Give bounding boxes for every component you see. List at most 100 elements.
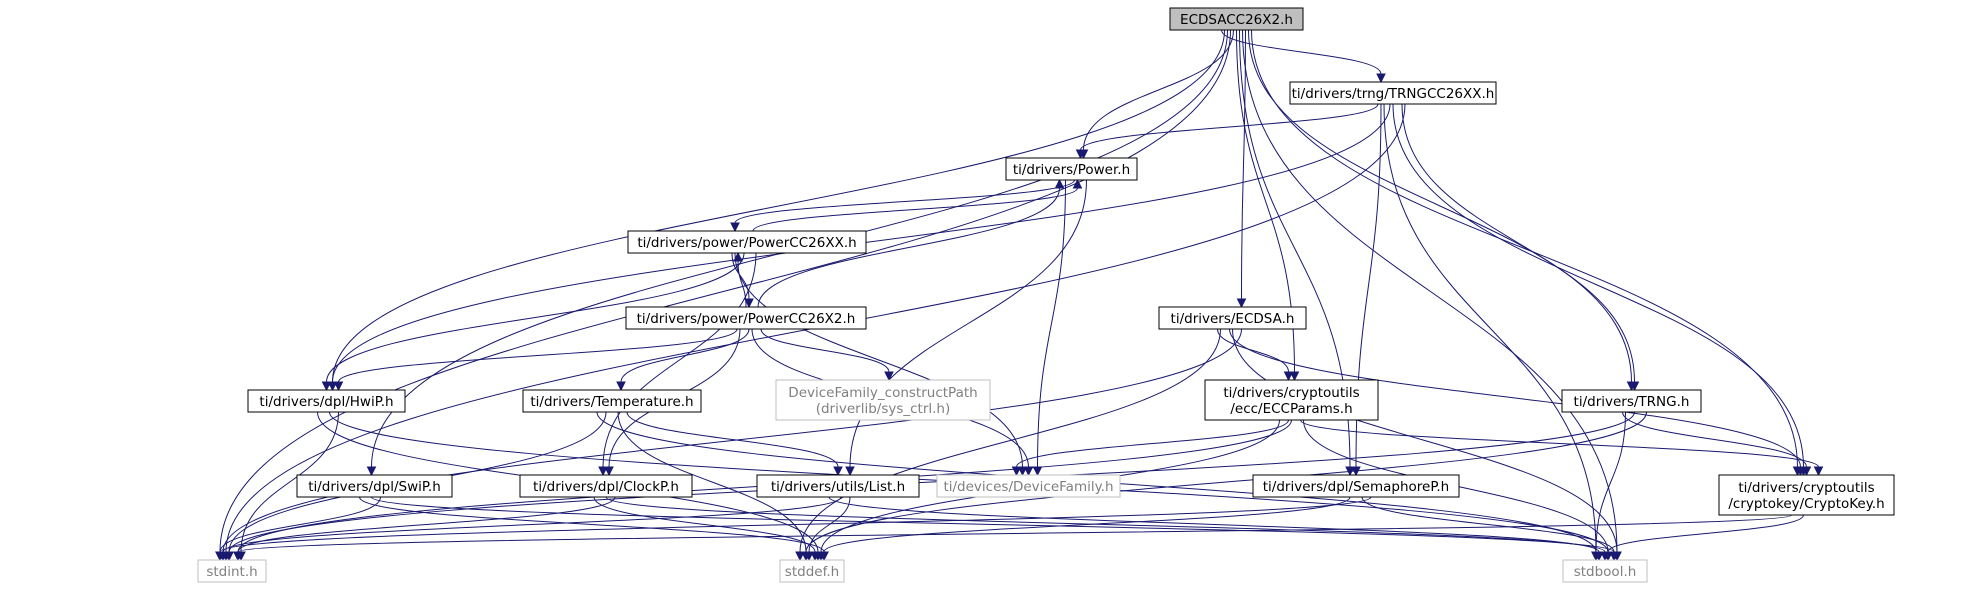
edge-arrowhead — [744, 298, 754, 309]
edge-arrowhead — [884, 371, 894, 382]
node-box — [1158, 306, 1307, 330]
edge-line — [1080, 103, 1379, 151]
edge-line — [332, 29, 1225, 383]
edge-cryptokey-to-stdint — [233, 514, 1792, 562]
edge-line — [760, 328, 890, 373]
node-trngcc[interactable]: ti/drivers/trng/TRNGCC26XX.h — [1289, 81, 1497, 105]
node-semaphorep[interactable]: ti/drivers/dpl/SemaphoreP.h — [1252, 474, 1460, 498]
edge-arrowhead — [233, 551, 243, 562]
node-powercc26x2[interactable]: ti/drivers/power/PowerCC26X2.h — [625, 306, 867, 330]
node-swip[interactable]: ti/drivers/dpl/SwiP.h — [296, 474, 453, 498]
nodes-layer: ECDSACC26X2.h ti/drivers/trng/TRNGCC26XX.… — [197, 7, 1895, 583]
edge-arrowhead — [1594, 551, 1604, 562]
node-ecdsacc[interactable]: ECDSACC26X2.h — [1169, 7, 1304, 31]
edge-trng-to-stddef — [801, 411, 1647, 562]
edge-line — [326, 252, 745, 383]
node-label: ti/drivers/power/PowerCC26XX.h — [637, 235, 856, 251]
node-box — [936, 474, 1121, 498]
edge-line — [1037, 179, 1066, 468]
edge-powercc26x2-to-hwip — [333, 328, 738, 392]
edge-ecdsacc-to-hwip — [327, 29, 1225, 392]
edge-arrowhead — [1054, 178, 1065, 189]
edge-powercc26x2-to-temperature — [616, 328, 750, 392]
edge-arrowhead — [1236, 298, 1247, 309]
node-box — [197, 559, 267, 583]
node-trng[interactable]: ti/drivers/TRNG.h — [1561, 389, 1702, 413]
edge-line — [1383, 103, 1597, 553]
node-stdint: stdint.h — [197, 559, 267, 583]
edge-trng-to-stdint — [224, 411, 1635, 562]
node-label: stdbool.h — [1574, 564, 1637, 580]
edge-arrowhead — [1289, 371, 1300, 382]
edge-ecdsacc-to-trngcc — [1221, 29, 1386, 84]
edge-ecdsa-to-eccparams — [1217, 328, 1294, 382]
edge-cryptokey-to-stdbool — [1603, 514, 1804, 562]
node-label: /cryptokey/CryptoKey.h — [1728, 496, 1884, 512]
node-powercc26xx[interactable]: ti/drivers/power/PowerCC26XX.h — [627, 230, 867, 254]
edge-clockp-to-stdbool — [605, 496, 1610, 562]
edge-arrowhead — [733, 251, 743, 262]
node-label: ti/drivers/dpl/HwiP.h — [259, 394, 393, 410]
node-box — [1204, 379, 1379, 421]
edge-line — [359, 496, 825, 553]
node-hwip[interactable]: ti/drivers/dpl/HwiP.h — [247, 389, 406, 413]
node-box — [1005, 157, 1138, 181]
edge-arrowhead — [1283, 371, 1294, 382]
node-temperature[interactable]: ti/drivers/Temperature.h — [522, 389, 702, 413]
edge-line — [602, 252, 757, 468]
node-stdbool: stdbool.h — [1562, 559, 1648, 583]
edge-arrowhead — [795, 551, 805, 562]
node-label: ti/devices/DeviceFamily.h — [943, 479, 1113, 495]
node-box — [625, 306, 867, 330]
node-label: ti/drivers/dpl/ClockP.h — [533, 479, 679, 495]
edge-line — [1229, 328, 1801, 468]
node-label: ti/drivers/cryptoutils — [1223, 385, 1359, 401]
edge-trngcc-to-power — [1075, 103, 1379, 160]
node-box — [1718, 474, 1895, 516]
edge-line — [228, 411, 1635, 553]
edge-line — [1401, 103, 1635, 383]
node-label: ti/drivers/Power.h — [1013, 162, 1130, 178]
node-label: stddef.h — [785, 564, 839, 580]
edge-line — [1016, 419, 1289, 468]
edge-arrowhead — [616, 381, 626, 392]
node-list[interactable]: ti/drivers/utils/List.h — [756, 474, 920, 498]
node-label: ti/drivers/cryptoutils — [1738, 480, 1874, 496]
edge-line — [805, 411, 1647, 553]
edge-ecdsa-to-stdint — [218, 328, 1242, 562]
edge-eccparams-to-cryptokey — [1300, 419, 1824, 477]
edge-arrowhead — [833, 466, 843, 477]
edge-line — [1083, 29, 1234, 151]
edge-arrowhead — [1376, 73, 1386, 84]
edge-line — [338, 328, 738, 383]
edge-trngcc-to-trng — [1401, 103, 1640, 392]
edge-semaphorep-to-stddef — [819, 496, 1351, 562]
edge-arrowhead — [1795, 466, 1806, 477]
node-clockp[interactable]: ti/drivers/dpl/ClockP.h — [519, 474, 693, 498]
node-eccparams[interactable]: ti/drivers/cryptoutils/ecc/ECCParams.h — [1204, 379, 1379, 421]
edge-line — [1221, 29, 1382, 75]
node-ecdsa[interactable]: ti/drivers/ECDSA.h — [1158, 306, 1307, 330]
edge-line — [828, 496, 1600, 553]
edge-line — [1392, 103, 1804, 468]
edge-powercc26xx-to-hwip — [321, 252, 745, 392]
edge-line — [222, 496, 842, 553]
edge-ecdsacc-to-ecdsa — [1236, 29, 1247, 309]
edge-line — [1622, 411, 1807, 468]
edge-arrowhead — [845, 466, 855, 477]
edge-power-to-devfamily — [1032, 179, 1066, 477]
edge-arrowhead — [1075, 149, 1086, 160]
node-box — [779, 559, 845, 583]
edge-list-to-stdint — [218, 496, 842, 562]
node-box — [247, 389, 406, 413]
edge-line — [605, 496, 1606, 553]
node-box — [1289, 81, 1497, 105]
node-label: ti/drivers/Temperature.h — [530, 394, 693, 410]
edge-arrowhead — [1609, 551, 1619, 562]
edge-line — [1251, 29, 1798, 468]
edge-line — [1607, 514, 1804, 553]
edge-powercc26xx-to-devfamily — [734, 252, 1028, 477]
node-cryptokey[interactable]: ti/drivers/cryptoutils/cryptokey/CryptoK… — [1718, 474, 1895, 516]
node-power[interactable]: ti/drivers/Power.h — [1005, 157, 1138, 181]
edge-list-to-stdbool — [828, 496, 1604, 562]
